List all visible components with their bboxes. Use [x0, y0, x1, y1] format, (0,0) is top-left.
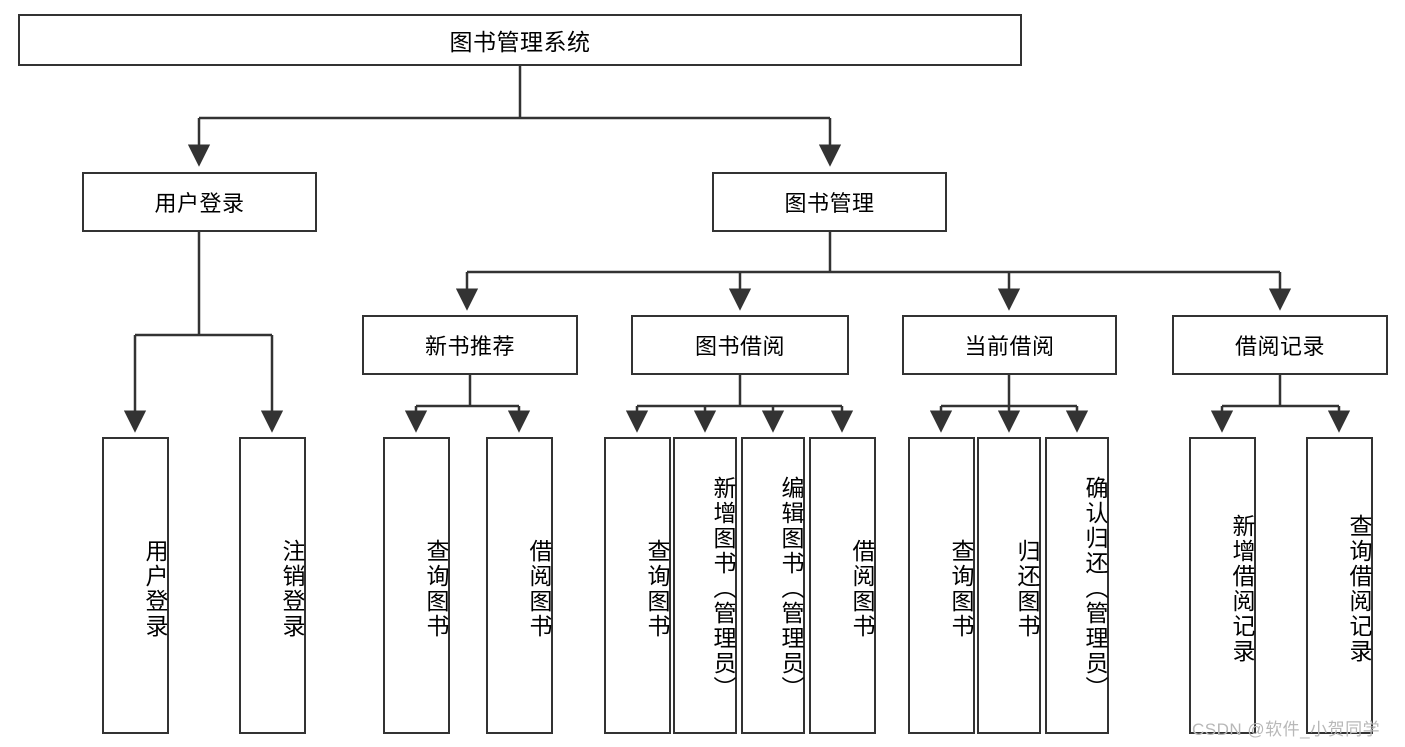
node-leaf-query-book-1-label: 查询图书	[423, 538, 449, 639]
node-leaf-user-login-label: 用户登录	[142, 538, 168, 639]
node-user-login-label: 用户登录	[154, 191, 245, 216]
node-leaf-confirm-return-label: 确认归还（管理员）	[1082, 476, 1108, 701]
node-leaf-query-book-2-label: 查询图书	[644, 538, 670, 639]
node-borrow-record[interactable]: 借阅记录	[1172, 315, 1388, 375]
node-leaf-query-book-1[interactable]: 查询图书	[383, 437, 450, 734]
node-root[interactable]: 图书管理系统	[18, 14, 1022, 66]
node-leaf-logout-label: 注销登录	[279, 538, 305, 639]
node-new-book-recommend[interactable]: 新书推荐	[362, 315, 578, 375]
node-leaf-return-book[interactable]: 归还图书	[977, 437, 1041, 734]
node-leaf-query-book-2[interactable]: 查询图书	[604, 437, 671, 734]
node-leaf-confirm-return[interactable]: 确认归还（管理员）	[1045, 437, 1109, 734]
node-leaf-return-book-label: 归还图书	[1014, 538, 1040, 639]
node-book-borrow[interactable]: 图书借阅	[631, 315, 849, 375]
node-current-borrow[interactable]: 当前借阅	[902, 315, 1117, 375]
node-book-manage[interactable]: 图书管理	[712, 172, 947, 232]
node-leaf-query-record[interactable]: 查询借阅记录	[1306, 437, 1373, 734]
node-leaf-add-record-label: 新增借阅记录	[1229, 513, 1255, 664]
node-book-borrow-label: 图书借阅	[694, 334, 785, 359]
node-leaf-add-book[interactable]: 新增图书（管理员）	[673, 437, 737, 734]
node-leaf-borrow-book-2[interactable]: 借阅图书	[809, 437, 876, 734]
node-leaf-query-record-label: 查询借阅记录	[1346, 513, 1372, 664]
node-new-book-recommend-label: 新书推荐	[424, 334, 515, 359]
node-leaf-add-book-label: 新增图书（管理员）	[710, 476, 736, 701]
node-user-login[interactable]: 用户登录	[82, 172, 317, 232]
node-leaf-borrow-book-1-label: 借阅图书	[526, 538, 552, 639]
node-current-borrow-label: 当前借阅	[964, 334, 1055, 359]
node-leaf-borrow-book-2-label: 借阅图书	[849, 538, 875, 639]
node-leaf-query-book-3-label: 查询图书	[948, 538, 974, 639]
node-leaf-edit-book-label: 编辑图书（管理员）	[778, 476, 804, 701]
node-leaf-borrow-book-1[interactable]: 借阅图书	[486, 437, 553, 734]
node-leaf-logout[interactable]: 注销登录	[239, 437, 306, 734]
node-borrow-record-label: 借阅记录	[1234, 334, 1325, 359]
node-leaf-edit-book[interactable]: 编辑图书（管理员）	[741, 437, 805, 734]
csdn-watermark: CSDN @软件_小贺同学	[1192, 720, 1381, 739]
node-leaf-user-login[interactable]: 用户登录	[102, 437, 169, 734]
node-book-manage-label: 图书管理	[784, 191, 875, 216]
node-leaf-add-record[interactable]: 新增借阅记录	[1189, 437, 1256, 734]
node-leaf-query-book-3[interactable]: 查询图书	[908, 437, 975, 734]
node-root-label: 图书管理系统	[449, 29, 591, 55]
